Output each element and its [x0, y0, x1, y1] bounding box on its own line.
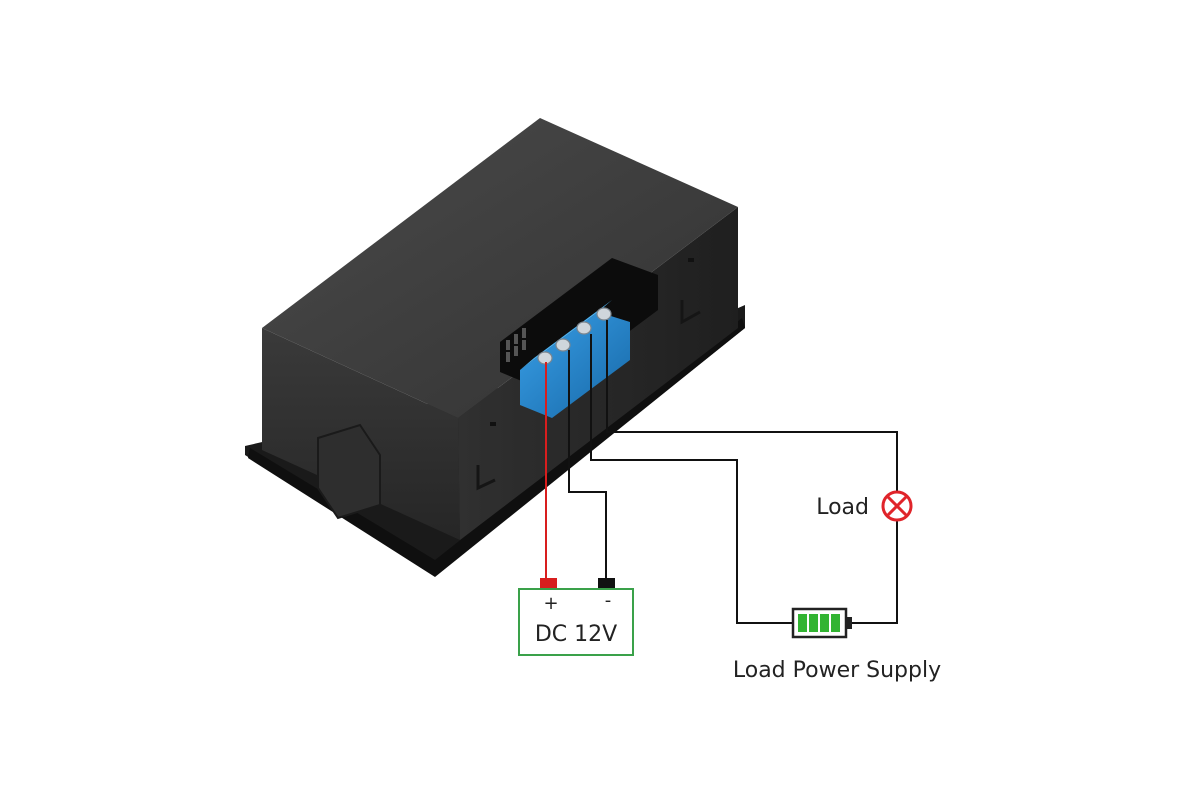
battery-cell-1 — [798, 614, 807, 632]
clip-slot-right — [680, 300, 701, 325]
terminal-screw-4 — [596, 307, 612, 321]
battery-cell-4 — [831, 614, 840, 632]
terminal-screw-2 — [555, 338, 571, 352]
load: Load — [816, 490, 913, 522]
terminal-screw-3 — [576, 321, 592, 335]
positive-label: + — [543, 593, 558, 614]
load-to-battery-wire — [851, 521, 898, 624]
load-power-supply: Load Power Supply — [733, 607, 941, 683]
battery-cell-2 — [809, 614, 818, 632]
side-dot-2 — [688, 258, 694, 262]
relay-module — [245, 118, 745, 577]
side-dot-1 — [490, 422, 496, 426]
load-return-wire — [606, 320, 898, 491]
load-lamp-icon — [881, 490, 913, 522]
mounting-clip — [317, 423, 381, 520]
load-label: Load — [816, 495, 869, 520]
negative-terminal — [598, 578, 615, 589]
wiring — [545, 320, 898, 624]
load-supply-wire — [590, 334, 793, 624]
positive-terminal — [540, 578, 557, 589]
device-bezel-edge — [248, 318, 745, 577]
battery-cell-3 — [820, 614, 829, 632]
dc-supply: + - DC 12V — [518, 578, 634, 656]
device-top-face — [262, 118, 738, 418]
negative-wire — [568, 350, 607, 582]
dc-supply-label: DC 12V — [535, 622, 617, 647]
terminal-block — [520, 300, 630, 418]
dc-supply-box — [518, 588, 634, 656]
load-power-supply-label: Load Power Supply — [733, 658, 941, 683]
pin-header — [506, 328, 526, 362]
negative-label: - — [605, 590, 612, 611]
clip-slot-left — [476, 465, 496, 491]
battery-icon — [791, 607, 852, 639]
